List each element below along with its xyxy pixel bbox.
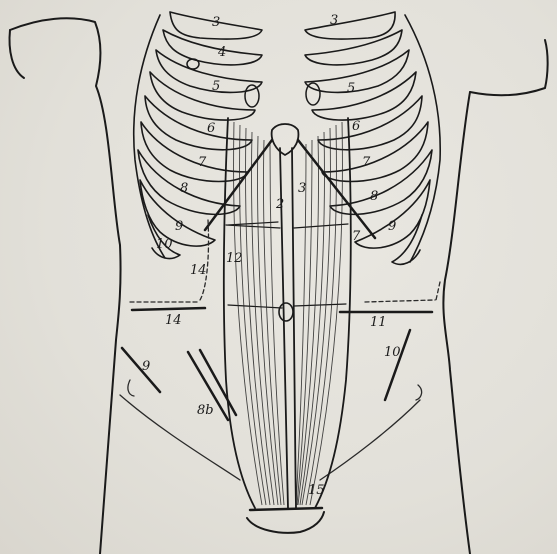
rib-label-left-6: 6 [207,121,215,136]
region-label-center-2: 2 [275,197,284,212]
rib-label-left-8: 8 [180,181,188,196]
costal-dot-left [187,59,199,69]
body-outline-right [443,92,470,554]
region-label-bottom-15: 15 [308,483,325,498]
shoulder-left [10,30,24,78]
rib-label-right-9: 9 [388,219,396,234]
body-outline-left [10,18,121,554]
pubic-bar [250,508,322,510]
rib-label-left-10: 10 [156,237,173,252]
incision-right-iliac [385,330,410,400]
region-label-left-9: 9 [142,359,150,374]
shoulder-right [470,40,548,95]
pubic-outline [247,512,324,533]
umbilicus [279,303,293,321]
region-label-right-7: 7 [352,229,361,244]
region-label-left-14b: 14 [165,313,182,328]
incision-left-transverse [132,308,205,310]
rib-label-right-3: 3 [330,13,338,28]
rib-label-right-6: 6 [352,119,360,134]
muscle-fibers [234,122,343,505]
xiphoid [272,124,299,155]
rib-label-left-9: 9 [175,219,183,234]
inguinal-lines [120,395,420,480]
rib-cage-right [305,12,440,264]
region-label-right-10: 10 [384,345,401,360]
costal-oval-left [245,85,259,107]
rib-label-right-7: 7 [362,155,371,170]
region-label-center-3: 3 [298,181,306,196]
rib-label-left-5: 5 [212,79,220,94]
rib-label-right-8: 8 [370,189,378,204]
rib-label-right-5: 5 [347,81,355,96]
rib-cage-left [134,12,262,259]
iliac-spine-marks [128,380,422,400]
rib-label-left-4: 4 [217,45,226,60]
region-label-left-14a: 14 [190,263,207,278]
region-label-center-12: 12 [226,251,243,266]
costal-oval-right [306,83,320,105]
region-label-right-11: 11 [370,315,387,330]
rib-label-left-7: 7 [198,155,207,170]
rib-label-left-3: 3 [212,15,220,30]
region-label-left-8b: 8b [197,403,214,418]
